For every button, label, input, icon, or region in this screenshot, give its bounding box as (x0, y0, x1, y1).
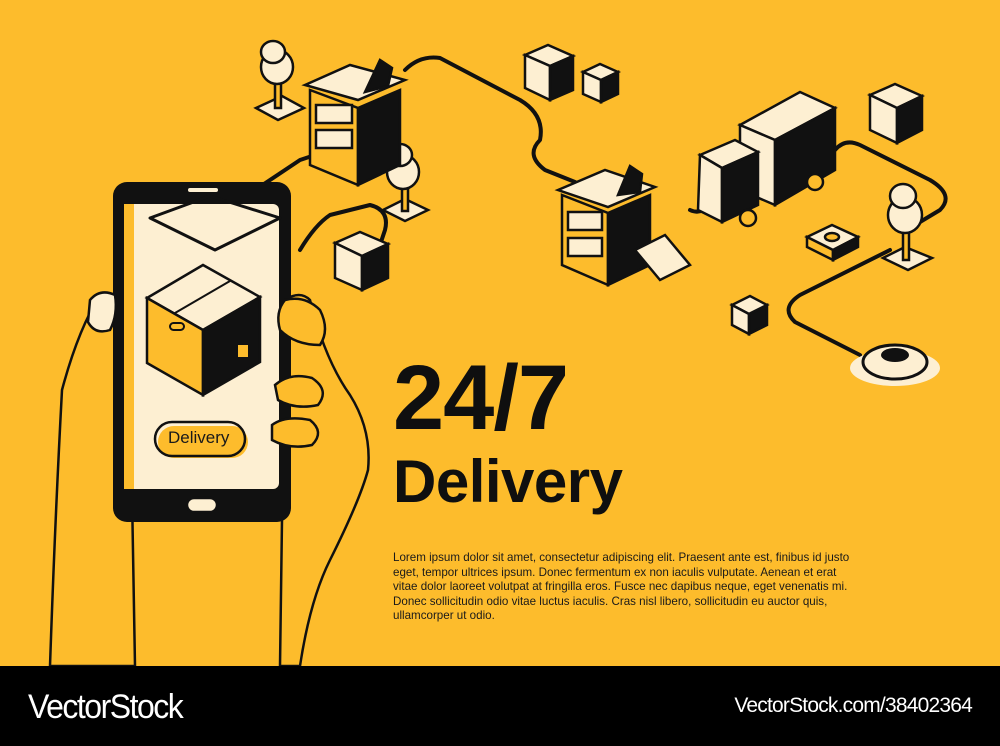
footer-bar: VectorStock VectorStock.com/38402364 (0, 666, 1000, 746)
illustration-canvas: Delivery 24/7 Delivery Lorem ipsum dolor… (0, 0, 1000, 666)
isometric-delivery-illustration (48, 39, 948, 666)
location-pin-icon (850, 343, 940, 386)
tree-icon (880, 182, 936, 272)
headline: 24/7 Delivery (393, 352, 623, 512)
headline-delivery: Delivery (393, 448, 623, 515)
headline-24-7: 24/7 (393, 347, 569, 449)
package-icon (579, 62, 622, 104)
hand-fingers-icon (86, 291, 327, 448)
phone-delivery-button: Delivery (168, 428, 230, 447)
package-icon (729, 294, 770, 337)
package-icon (332, 230, 392, 292)
smartphone-icon (113, 182, 291, 522)
image-reference: VectorStock.com/38402364 (734, 694, 972, 717)
package-icon (804, 223, 861, 263)
package-icon (867, 82, 925, 146)
vectorstock-logo: VectorStock (28, 686, 184, 725)
tree-icon (253, 39, 307, 122)
package-icon (521, 43, 577, 102)
body-text: Lorem ipsum dolor sit amet, consectetur … (393, 551, 850, 623)
warehouse-building-icon (554, 164, 692, 287)
delivery-truck-icon (696, 90, 838, 228)
delivery-button-bg (158, 426, 248, 458)
warehouse-building-icon (301, 58, 409, 187)
